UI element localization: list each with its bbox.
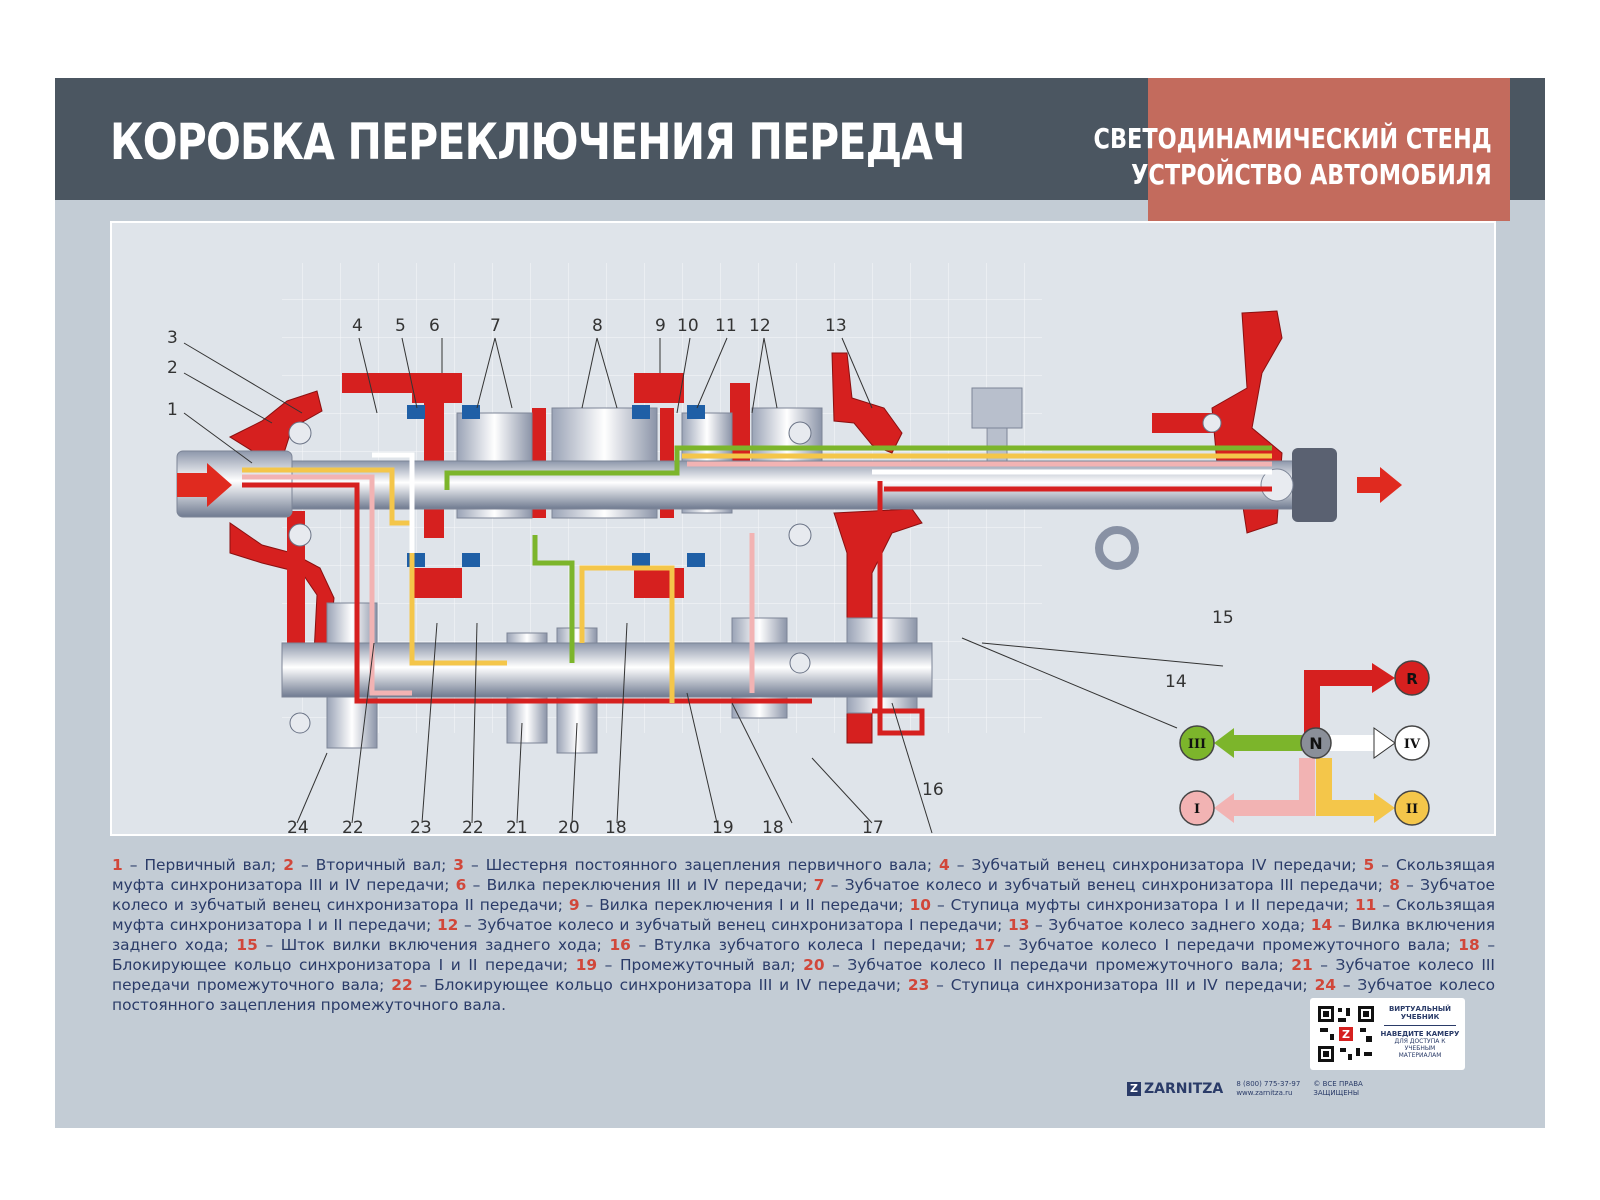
callout-18-b: 18 <box>762 818 784 836</box>
badge-line-2: УСТРОЙСТВО АВТОМОБИЛЯ <box>1131 158 1492 191</box>
bottom-callouts: 24 22 23 22 21 20 18 19 18 17 <box>287 818 884 836</box>
output-arrow <box>1357 467 1402 503</box>
gear-ii-label: II <box>1406 802 1418 817</box>
qr-divider <box>1384 1025 1456 1026</box>
callout-numbers: 3 2 1 4 5 6 7 8 9 10 11 12 13 14 15 16 <box>167 316 1234 800</box>
callout-11: 11 <box>715 316 737 336</box>
gear-i <box>1179 790 1215 826</box>
torque-arrows <box>177 463 1402 507</box>
copyright: © ВСЕ ПРАВА ЗАЩИЩЕНЫ <box>1313 1079 1363 1097</box>
legend-item: Ступица муфты синхронизатора I и II пере… <box>950 896 1349 914</box>
legend-item: Втулка зубчатого колеса I передачи; <box>653 936 967 954</box>
gear-iii <box>1179 725 1215 761</box>
legend-item: Блокирующее кольцо синхронизатора I и II… <box>112 956 569 974</box>
legend-item: Вилка переключения I и II передачи; <box>599 896 904 914</box>
gearbox-diagram: 3 2 1 4 5 6 7 8 9 10 11 12 13 14 15 16 2… <box>167 263 1430 836</box>
poster: КОРОБКА ПЕРЕКЛЮЧЕНИЯ ПЕРЕДАЧ СВЕТОДИНАМИ… <box>55 78 1545 1128</box>
callout-8: 8 <box>592 316 603 336</box>
callout-24: 24 <box>287 818 309 836</box>
power-flow-paths <box>242 445 1272 736</box>
callout-20: 20 <box>558 818 580 836</box>
legend-item: Зубчатое колесо II передачи промежуточно… <box>847 956 1284 974</box>
legend-item: Зубчатое колесо I передачи промежуточног… <box>1018 936 1451 954</box>
legend-item: Зубчатое колесо заднего хода; <box>1048 916 1306 934</box>
flow-gear-2 <box>242 467 507 666</box>
gear-neutral-label: N <box>1309 734 1322 753</box>
qr-code-icon[interactable]: Z <box>1316 1004 1376 1064</box>
gear-iii-label: III <box>1188 737 1206 752</box>
contact-info: 8 (800) 775-37-97 www.zarnitza.ru <box>1236 1079 1301 1097</box>
callout-22-b: 22 <box>462 818 484 836</box>
callout-1: 1 <box>167 400 178 420</box>
svg-text:Z: Z <box>1342 1028 1350 1041</box>
logo-z-icon: Z <box>1127 1081 1141 1096</box>
callout-19: 19 <box>712 818 734 836</box>
legend-item: Зубчатое колесо III передачи промежуточн… <box>112 956 1495 994</box>
legend-item: Вторичный вал; <box>315 856 447 874</box>
legend-item: Зубчатое колесо постоянного зацепления п… <box>112 976 1496 1014</box>
callout-5: 5 <box>395 316 406 336</box>
callout-7: 7 <box>490 316 501 336</box>
legend-item: Зубчатый венец синхронизатора IV передач… <box>971 856 1357 874</box>
legend-item: Блокирующее кольцо синхронизатора III и … <box>434 976 902 994</box>
callout-2: 2 <box>167 358 178 378</box>
synchronizer-rings <box>407 373 705 598</box>
flow-gear-4 <box>372 452 415 553</box>
shafts <box>176 448 1337 698</box>
stand-badge: СВЕТОДИНАМИЧЕСКИЙ СТЕНД УСТРОЙСТВО АВТОМ… <box>1094 78 1510 221</box>
gear-iv <box>1394 725 1430 761</box>
callout-15: 15 <box>1212 608 1234 628</box>
page-title: КОРОБКА ПЕРЕКЛЮЧЕНИЯ ПЕРЕДАЧ <box>110 113 965 171</box>
gear-r <box>1394 660 1430 696</box>
callout-16: 16 <box>922 780 944 800</box>
callout-18-a: 18 <box>605 818 627 836</box>
callout-13: 13 <box>825 316 847 336</box>
gear-r-label: R <box>1406 670 1418 688</box>
callout-6: 6 <box>429 316 440 336</box>
gear-ii <box>1394 790 1430 826</box>
input-arrow <box>177 463 232 507</box>
output-flange <box>1292 448 1337 522</box>
callout-17: 17 <box>862 818 884 836</box>
badge-line-1: СВЕТОДИНАМИЧЕСКИЙ СТЕНД <box>1093 122 1492 155</box>
parts-legend: 1 – Первичный вал; 2 – Вторичный вал; 3 … <box>112 856 1496 1014</box>
leader-lines <box>183 337 1224 834</box>
legend-item: Зубчатое колесо и зубчатый венец синхрон… <box>112 876 1495 914</box>
legend-item: Шток вилки включения заднего хода; <box>280 936 602 954</box>
callout-4: 4 <box>352 316 363 336</box>
legend-item: Зубчатое колесо и зубчатый венец синхрон… <box>477 916 1003 934</box>
legend-item: Промежуточный вал; <box>619 956 796 974</box>
qr-caption: ВИРТУАЛЬНЫЙ УЧЕБНИК НАВЕДИТЕ КАМЕРУ ДЛЯ … <box>1380 1005 1460 1059</box>
legend-item: Шестерня постоянного зацепления первично… <box>485 856 933 874</box>
callout-12: 12 <box>749 316 771 336</box>
flow-gear-1 <box>242 474 412 696</box>
legend-item: Вилка переключения III и IV передачи; <box>486 876 808 894</box>
output-shaft <box>291 460 1313 510</box>
gear-i-label: I <box>1194 802 1200 817</box>
legend-item: Первичный вал; <box>144 856 277 874</box>
flow-gear-3 <box>444 445 1272 490</box>
legend-item: Скользящая муфта синхронизатора III и IV… <box>112 856 1495 894</box>
shift-pattern: N R III IV I II <box>1179 660 1430 826</box>
legend-item: Вилка включения заднего хода; <box>112 916 1495 954</box>
diagram-panel: 3 2 1 4 5 6 7 8 9 10 11 12 13 14 15 16 2… <box>110 221 1496 836</box>
callout-23: 23 <box>410 818 432 836</box>
callout-3: 3 <box>167 328 178 348</box>
countershaft <box>281 642 933 698</box>
legend-item: Ступица синхронизатора III и IV передачи… <box>950 976 1308 994</box>
legend-item: Зубчатое колесо и зубчатый венец синхрон… <box>844 876 1383 894</box>
gear-neutral <box>1300 727 1332 759</box>
callout-9: 9 <box>655 316 666 336</box>
bearings <box>288 413 1222 734</box>
callout-21: 21 <box>506 818 528 836</box>
callout-10: 10 <box>677 316 699 336</box>
callout-22-a: 22 <box>342 818 364 836</box>
qr-card: Z ВИРТУАЛЬНЫЙ УЧЕБНИК НАВЕДИТЕ КАМЕРУ ДЛ… <box>1310 998 1465 1070</box>
gear-iv-label: IV <box>1404 737 1421 752</box>
legend-item: Скользящая муфта синхронизатора I и II п… <box>112 896 1496 934</box>
callout-14: 14 <box>1165 672 1187 692</box>
flow-reverse <box>242 482 812 704</box>
